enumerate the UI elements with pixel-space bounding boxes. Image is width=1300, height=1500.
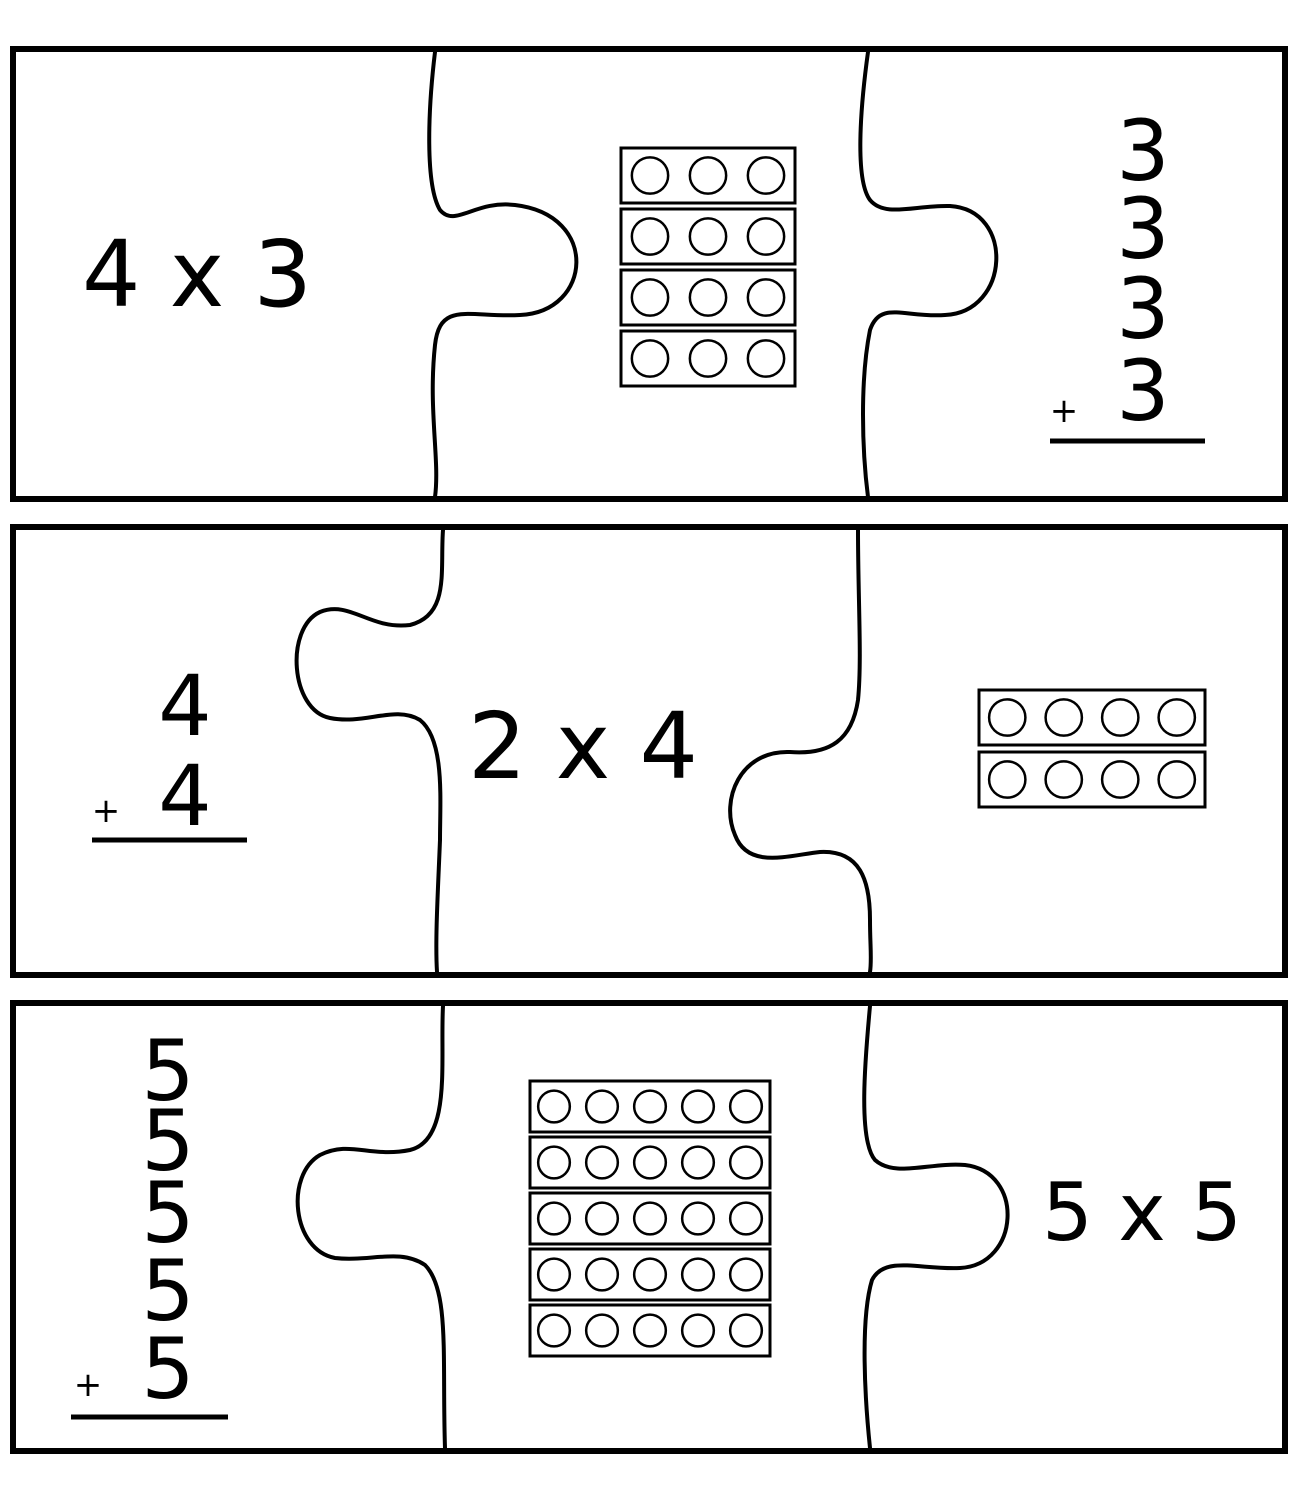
puzzle-frame	[10, 1000, 1288, 1454]
addend: 5	[141, 1092, 194, 1190]
plus-sign: +	[74, 1365, 103, 1405]
counter-circle	[584, 1257, 620, 1292]
puzzle-cut-line	[295, 1004, 447, 1450]
counter-circle	[536, 1313, 572, 1348]
counter-circle	[584, 1201, 620, 1236]
counter-circle	[1157, 698, 1197, 737]
counter-circle	[680, 1145, 716, 1180]
addend: 3	[1116, 260, 1169, 358]
puzzle-cut-line	[294, 528, 445, 974]
counter-circle	[1100, 760, 1140, 799]
addend: 5	[141, 1164, 194, 1262]
counter-array	[619, 146, 797, 388]
counter-array	[528, 1079, 772, 1358]
counter-circle	[688, 156, 728, 195]
multiplication-expression: 4 x 3	[82, 221, 312, 328]
counter-circle	[680, 1201, 716, 1236]
counter-array	[977, 688, 1207, 809]
counter-circle	[630, 339, 670, 378]
counter-circle	[536, 1089, 572, 1124]
puzzle-frame	[10, 524, 1288, 978]
counter-circle	[728, 1145, 764, 1180]
counter-circle	[632, 1257, 668, 1292]
counter-circle	[584, 1145, 620, 1180]
puzzle-cut-line	[862, 1004, 1010, 1450]
counter-circle	[680, 1257, 716, 1292]
puzzle-frame	[10, 46, 1288, 502]
puzzle-strip-3: 5 5 5 5 5 + 5 x 5	[10, 1000, 1288, 1454]
addend: 5	[141, 1320, 194, 1418]
counter-circle	[987, 698, 1027, 737]
counter-circle	[680, 1089, 716, 1124]
counter-circle	[632, 1313, 668, 1348]
counter-circle	[630, 278, 670, 317]
puzzle-cut-line	[858, 50, 999, 499]
counter-circle	[584, 1089, 620, 1124]
counter-circle	[584, 1313, 620, 1348]
plus-sign: +	[1050, 391, 1079, 431]
plus-sign: +	[92, 791, 121, 831]
addend: 4	[158, 657, 211, 755]
counter-circle	[688, 339, 728, 378]
counter-circle	[536, 1257, 572, 1292]
addend: 3	[1116, 102, 1169, 200]
counter-circle	[688, 217, 728, 256]
counter-circle	[680, 1313, 716, 1348]
puzzle-cut-line	[728, 528, 873, 974]
counter-circle	[632, 1201, 668, 1236]
counter-circle	[632, 1089, 668, 1124]
addend: 5	[141, 1242, 194, 1340]
addend: 4	[158, 747, 211, 845]
counter-circle	[630, 217, 670, 256]
puzzle-strip-1: 4 x 3 3 3 3 3 +	[10, 46, 1288, 502]
counter-circle	[1044, 698, 1084, 737]
counter-circle	[728, 1089, 764, 1124]
counter-circle	[746, 278, 786, 317]
counter-circle	[987, 760, 1027, 799]
counter-circle	[1100, 698, 1140, 737]
counter-circle	[536, 1201, 572, 1236]
multiplication-expression: 5 x 5	[1042, 1166, 1242, 1259]
counter-circle	[728, 1201, 764, 1236]
counter-circle	[728, 1313, 764, 1348]
repeated-addition: 5 5 5 5 5 +	[71, 1022, 228, 1420]
addend: 5	[141, 1022, 194, 1120]
counter-circle	[1044, 760, 1084, 799]
counter-circle	[536, 1145, 572, 1180]
counter-circle	[688, 278, 728, 317]
addend: 3	[1116, 180, 1169, 278]
counter-circle	[632, 1145, 668, 1180]
counter-circle	[746, 217, 786, 256]
counter-circle	[728, 1257, 764, 1292]
addend: 3	[1116, 342, 1169, 440]
counter-circle	[746, 156, 786, 195]
counter-circle	[746, 339, 786, 378]
repeated-addition: 3 3 3 3 +	[1050, 102, 1205, 444]
multiplication-expression: 2 x 4	[468, 693, 698, 800]
counter-circle	[1157, 760, 1197, 799]
counter-circle	[630, 156, 670, 195]
puzzle-cut-line	[427, 50, 579, 499]
puzzle-strip-2: 4 4 + 2 x 4	[10, 524, 1288, 978]
